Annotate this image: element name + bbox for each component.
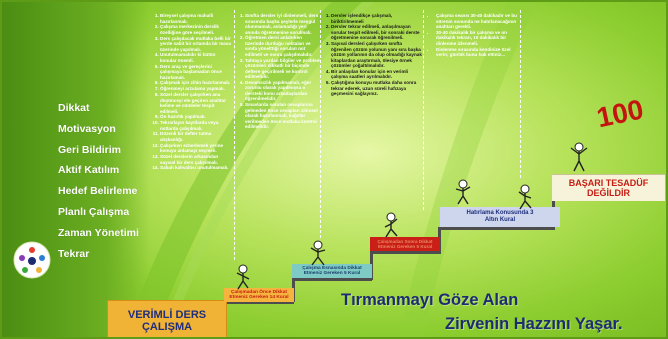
rules-after-study: Dersler işlendikçe çalışmalı, biriktiril… [322, 13, 422, 97]
rule-item: Sınavlarda sorulan cevaplarına gelmeden … [245, 102, 321, 130]
rule-item: Unutulmamalıdır ki bütün konular önemli. [160, 52, 233, 63]
rule-item: Sözel derslerin arkasından sayısal bir d… [160, 154, 233, 165]
keyword-item: Zaman Yönetimi [58, 226, 139, 239]
rule-item: Dersler tekrar edilmeli, anlaşılmayan so… [331, 24, 422, 41]
step-during-study: Çalışma Esnasında Dikkat Etmeniz Gereken… [292, 264, 372, 278]
keyword-list: Dikkat Motivasyon Geri Bildirim Aktif Ka… [58, 98, 139, 264]
step-before-study: Çalışmadan Önce Dikkat Etmeniz Gereken 1… [224, 288, 294, 302]
rule-item: Çalışmak için zihin hazırlanmalı. [160, 80, 233, 86]
slogan-line-2: Zirvenin Hazzını Yaşar. [445, 315, 623, 333]
climber-figure-icon [310, 240, 326, 266]
step-label: Çalışma Esnasında Dikkat Etmeniz Gereken… [302, 265, 362, 277]
keyword-item: Motivasyon [58, 122, 116, 135]
rule-item: Sabah kahvaltısı unutulmamalı. [160, 165, 233, 171]
keyword-item: Tekrar [58, 247, 90, 260]
step-label: Hatırlama Konusunda 3 Altın Kural [466, 210, 534, 223]
column-divider [234, 10, 235, 260]
rule-item: Çalıştığına konuyu mutlaka daha sonra te… [331, 80, 422, 97]
climber-figure-icon [518, 184, 532, 210]
score-text: 100 [594, 93, 646, 133]
keyword-item: Aktif Katılım [58, 164, 120, 177]
column-divider [520, 10, 521, 178]
rule-item: Dersler işlendikçe çalışmalı, biriktiril… [331, 13, 422, 24]
rule-item: Bireysel çalışma mahalli hazırlanmalı. [160, 13, 233, 24]
rule-item: 30-40 dakikalık bir çalışma ve on dakika… [436, 30, 521, 47]
rules-before-study: Bireysel çalışma mahalli hazırlanmalı. Ç… [151, 13, 233, 171]
step-success: BAŞARI TESADÜF DEĞİLDİR [552, 174, 665, 201]
rule-item: Çalışma seansı 30-40 dakikadır ve bu sür… [436, 13, 521, 30]
team-logo-icon [13, 241, 51, 279]
rules-remembering: Çalışma seansı 30-40 dakikadır ve bu sür… [427, 13, 521, 58]
climber-figure-icon [570, 142, 588, 172]
stair-connector [224, 301, 294, 304]
step-efficient-study: VERİMLİ DERS ÇALIŞMA [107, 300, 227, 337]
rule-item: Ders araç ve gereçlerini çalışmaya başla… [160, 64, 233, 81]
rule-item: Sözel dersler çalışırken ana düşünceyi e… [160, 92, 233, 114]
rule-item: Tekrarlayın kayıtlarda veya notlarda çal… [160, 120, 233, 131]
rule-item: Sınıfta dersler iyi dinlenmeli, ders sır… [245, 13, 321, 35]
rule-item: Sayısal dersleri çalışırken sınıfta öğre… [331, 41, 422, 69]
rule-item: Çalışırken ezberlemek yerine konuyu anla… [160, 143, 233, 154]
keyword-item: Planlı Çalışma [58, 205, 130, 218]
rule-item: Ön hazırlık yapılmalı. [160, 114, 233, 120]
step-label: Çalışmadan Sonra Dikkat Etmeniz Gereken … [377, 238, 433, 249]
climber-figure-icon [455, 179, 471, 205]
rule-item: Bir anlaşılan konular için en verimli ça… [331, 69, 422, 80]
step-label: Çalışmadan Önce Dikkat Etmeniz Gereken 1… [229, 289, 289, 301]
rule-item: Öğretmen dersi anlatırken üzerinde durdu… [245, 35, 321, 57]
column-divider [423, 10, 424, 210]
column-divider [320, 10, 321, 238]
rule-item: Çalışma merkezinin derslik özelliğine gö… [160, 24, 233, 35]
slogan-line-1: Tırmanmayı Göze Alan [341, 291, 519, 309]
hundred-score-icon: 100 [594, 93, 646, 133]
rules-during-study: Sınıfta dersler iyi dinlenmeli, ders sır… [236, 13, 321, 130]
rule-item: Tahtaya yazılan bilgiler ve problem çözü… [245, 58, 321, 80]
step-after-study: Çalışmadan Sonra Dikkat Etmeniz Gereken … [370, 237, 440, 251]
rule-item: Dinlenme sırasında kendinize özel verin;… [436, 47, 521, 58]
keyword-item: Geri Bildirim [58, 143, 122, 156]
step-label: VERİMLİ DERS ÇALIŞMA [127, 308, 207, 333]
rule-item: Öğrenmeyi arzulama yapmalı. [160, 86, 233, 92]
climber-figure-icon [384, 212, 398, 238]
rule-item: Düzenli bir defter tutma alışkanlığı. [160, 131, 233, 142]
rule-item: Ders çalışılacak mutlaka belli bir yerde… [160, 36, 233, 53]
stair-connector [438, 227, 554, 230]
step-label: BAŞARI TESADÜF DEĞİLDİR [568, 178, 649, 198]
keyword-item: Dikkat [58, 102, 90, 114]
rule-item: Devamsızlık yapılmamalı, eğer zorunlu ol… [245, 80, 321, 102]
stair-connector [292, 278, 372, 281]
keyword-item: Hedef Belirleme [58, 185, 138, 198]
stair-connector [370, 251, 440, 254]
step-remembering: Hatırlama Konusunda 3 Altın Kural [440, 207, 560, 227]
climber-figure-icon [236, 264, 250, 290]
